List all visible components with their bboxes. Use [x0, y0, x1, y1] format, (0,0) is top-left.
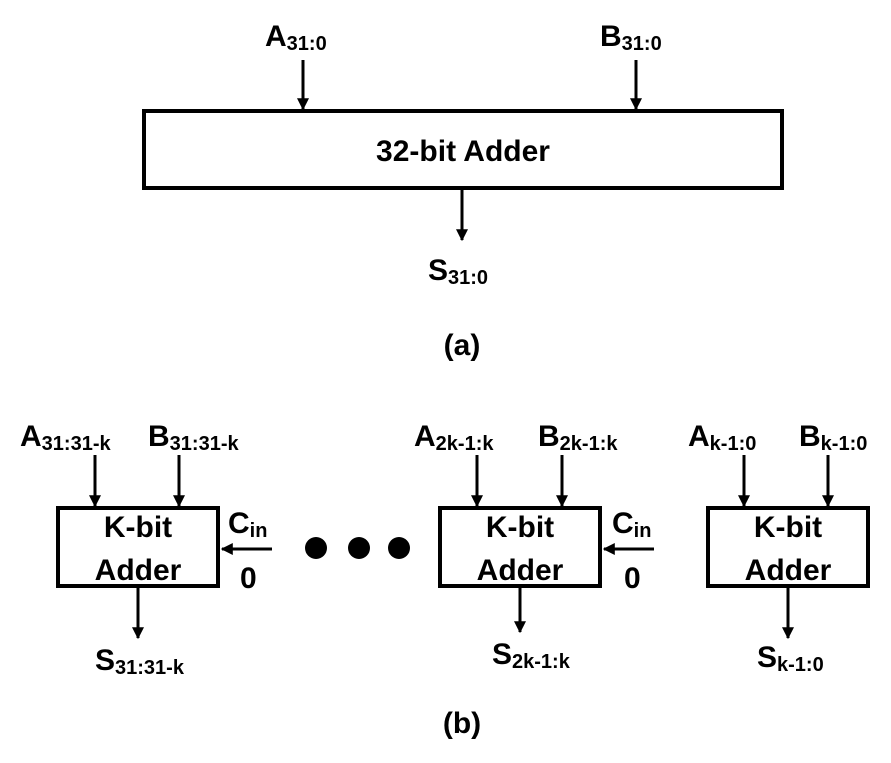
input-a-label: A31:0 — [265, 20, 327, 55]
part-a: A31:0 B31:0 32-bit Adder S31:0 (a) — [142, 20, 784, 362]
block3-label-line2: Adder — [745, 554, 832, 587]
part-b: A31:31-k B31:31-k K-bit Adder Cin 0 S31:… — [20, 420, 870, 740]
block2-label-line2: Adder — [477, 554, 564, 587]
caption-b: (b) — [443, 707, 481, 740]
block2-input-b-label: B2k-1:k — [538, 420, 618, 455]
input-b-label: B31:0 — [600, 20, 662, 55]
block1-label-line2: Adder — [95, 554, 182, 587]
block2-box — [438, 506, 602, 588]
block2-carry-value: 0 — [624, 562, 641, 595]
block1-carry-label: Cin — [228, 507, 267, 542]
caption-a: (a) — [444, 329, 481, 362]
block3-input-b-label: Bk-1:0 — [799, 420, 867, 455]
adder-32bit-label: 32-bit Adder — [376, 135, 550, 168]
block1-carry-value: 0 — [240, 562, 257, 595]
k-bit-adder-block-mid: A2k-1:k B2k-1:k K-bit Adder Cin 0 S2k-1:… — [414, 420, 654, 673]
block3-box — [706, 506, 870, 588]
block1-input-b-label: B31:31-k — [148, 420, 239, 455]
block2-input-a-label: A2k-1:k — [414, 420, 494, 455]
block1-input-a-label: A31:31-k — [20, 420, 111, 455]
block3-input-a-label: Ak-1:0 — [688, 420, 756, 455]
block1-output-label: S31:31-k — [95, 644, 185, 679]
output-s-label: S31:0 — [428, 254, 488, 289]
block1-label-line1: K-bit — [104, 511, 172, 544]
block2-carry-label: Cin — [612, 507, 651, 542]
block2-label-line1: K-bit — [486, 511, 554, 544]
block3-output-label: Sk-1:0 — [757, 641, 824, 676]
block3-label-line1: K-bit — [754, 511, 822, 544]
block2-output-label: S2k-1:k — [492, 638, 571, 673]
k-bit-adder-block-lsb: Ak-1:0 Bk-1:0 K-bit Adder Sk-1:0 — [688, 420, 870, 676]
ellipsis-dots — [305, 537, 410, 559]
k-bit-adder-block-msb: A31:31-k B31:31-k K-bit Adder Cin 0 S31:… — [20, 420, 272, 679]
block1-box — [56, 506, 220, 588]
adder-32bit-block — [142, 109, 784, 190]
